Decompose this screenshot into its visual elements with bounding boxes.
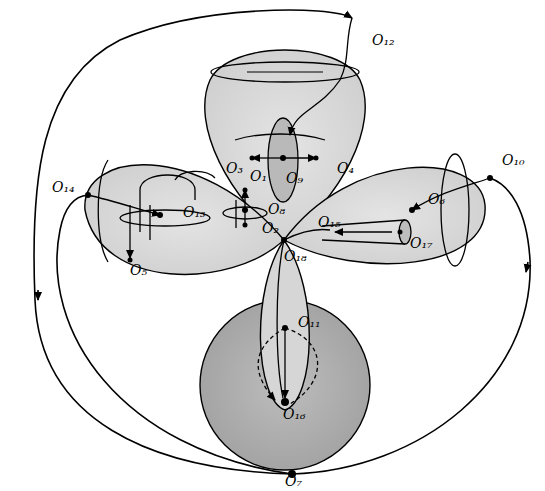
point-label: O₁₄ xyxy=(52,180,75,194)
point-label: O₄ xyxy=(337,161,354,175)
point-label: O₉ xyxy=(286,171,303,185)
point-label: O₃ xyxy=(226,161,243,175)
point-label: O₁₂ xyxy=(372,33,395,47)
point-label: O₁₅ xyxy=(318,215,341,229)
point-label: O₁₀ xyxy=(502,153,525,167)
point-label: O₁₆ xyxy=(283,407,306,421)
point-label: O₇ xyxy=(285,474,302,488)
point-label: O₁₇ xyxy=(410,236,433,250)
point-label: O₈ xyxy=(268,202,285,216)
point-label: O₂ xyxy=(262,221,279,235)
point-label: O₁ xyxy=(250,169,267,183)
point-label: O₅ xyxy=(130,263,147,277)
point-label: O₆ xyxy=(428,192,445,206)
point-label: O₁₈ xyxy=(284,249,307,263)
point-label: O₁₃ xyxy=(183,205,206,219)
point-label: O₁₁ xyxy=(298,315,321,329)
